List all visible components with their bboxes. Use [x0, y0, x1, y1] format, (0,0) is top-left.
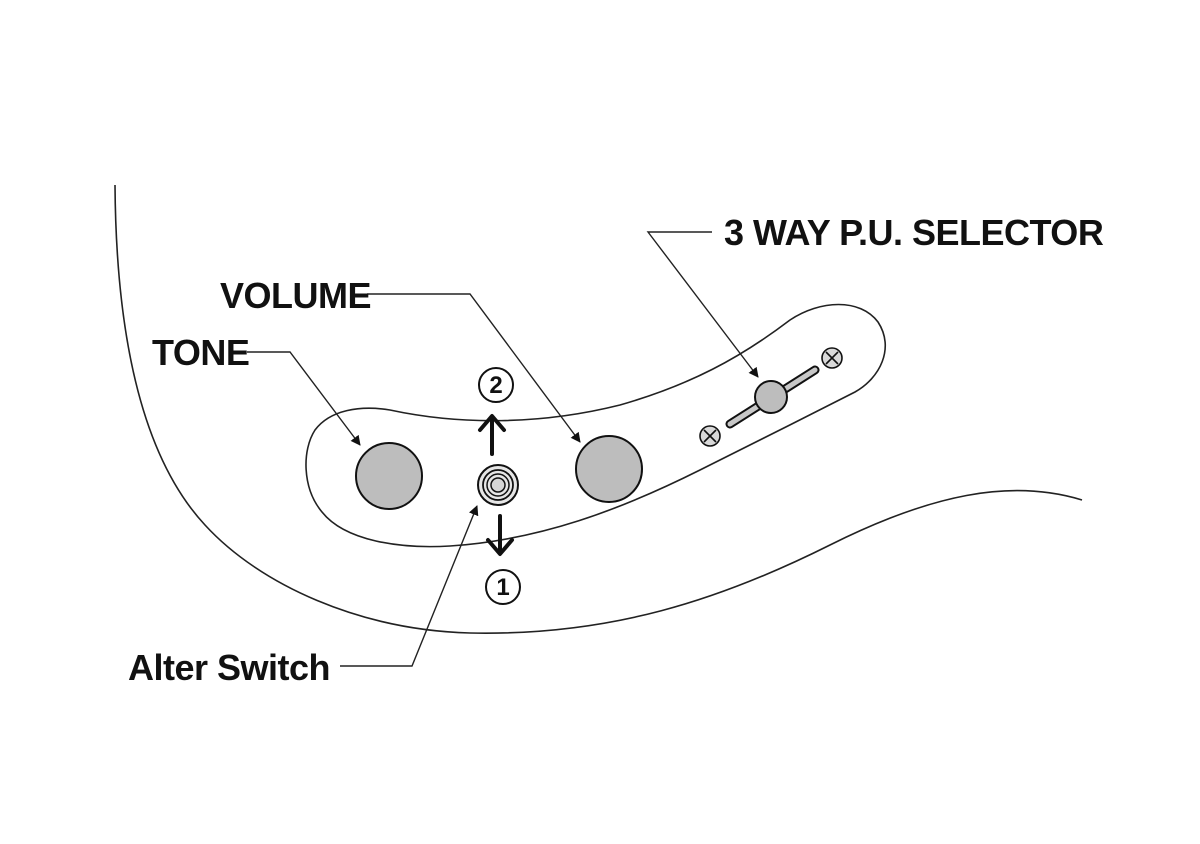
tone-knob[interactable] — [355, 442, 423, 510]
position-1-number: 1 — [496, 574, 509, 601]
volume-leader-line — [367, 293, 581, 443]
alter-switch-leader-line — [340, 505, 479, 667]
alter-switch[interactable] — [477, 464, 519, 506]
guitar-body-outline — [114, 184, 1083, 634]
volume-knob[interactable] — [575, 435, 643, 503]
position-2-marker: 2 — [478, 367, 514, 403]
screw-icon — [821, 347, 843, 369]
up-arrow-icon — [478, 414, 506, 456]
down-arrow-icon — [486, 514, 514, 556]
control-plate-outline — [305, 303, 887, 548]
selector-leader-line — [646, 231, 759, 378]
volume-label: VOLUME — [220, 275, 371, 316]
pickup-selector[interactable] — [725, 365, 820, 429]
position-2-number: 2 — [489, 372, 502, 399]
selector-tip[interactable] — [754, 380, 788, 414]
position-1-marker: 1 — [485, 569, 521, 605]
screw-icon — [699, 425, 721, 447]
tone-leader-line — [247, 351, 361, 446]
pickup-selector-label: 3 WAY P.U. SELECTOR — [724, 212, 1104, 253]
alter-switch-label: Alter Switch — [128, 647, 330, 688]
tone-label: TONE — [152, 332, 249, 373]
